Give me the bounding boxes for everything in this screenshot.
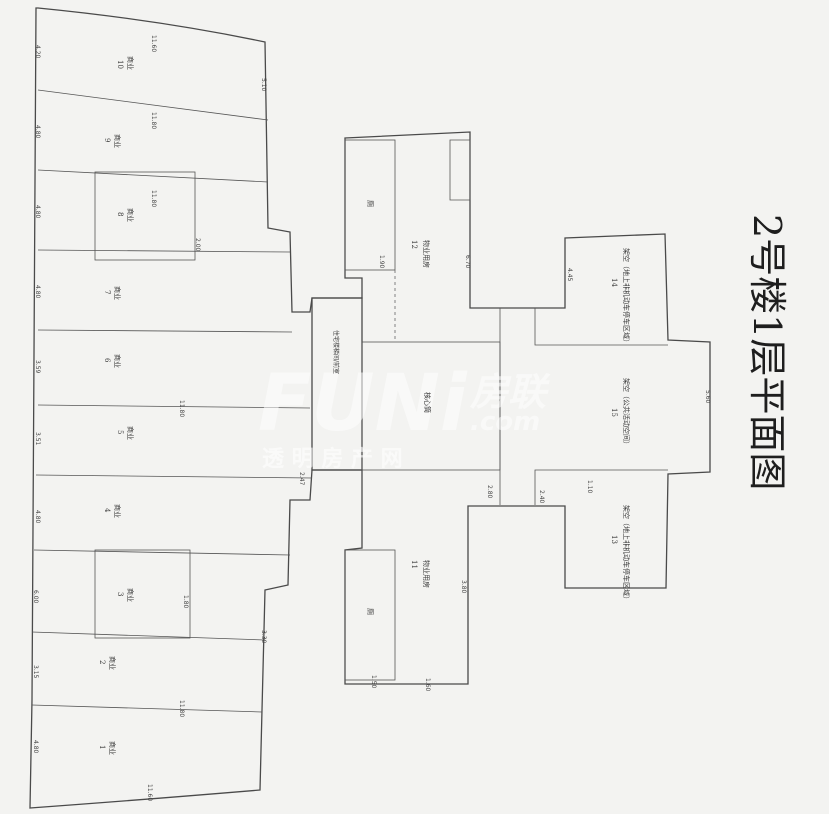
shop-9-use: 商业: [113, 134, 122, 148]
dim-misc-6: 1.90: [378, 255, 385, 269]
shop-5-id: 5: [116, 430, 124, 434]
dim-left-6: 3.59: [34, 360, 41, 374]
shop-1-id: 1: [98, 745, 106, 749]
shop-4-use: 商业: [113, 504, 122, 518]
shop-8-id: 8: [116, 212, 124, 216]
room-11-id: 11: [410, 560, 418, 569]
dim-misc-14: 2.80: [486, 485, 493, 499]
dim-left-8: 4.80: [34, 205, 41, 219]
tower-outline: [311, 131, 711, 685]
dim-misc-15: 3.80: [460, 580, 467, 594]
shop-7-use: 商业: [113, 286, 122, 300]
core-label: 核心筒: [423, 392, 432, 413]
dim-left-5: 3.51: [34, 432, 41, 446]
watermark-cn: 房联: [469, 370, 551, 414]
shop-6-id: 6: [103, 358, 111, 363]
dim-misc-1: 5.10: [260, 78, 267, 92]
dim-misc-7: 4.45: [566, 268, 573, 282]
room-14-id: 14: [610, 278, 618, 287]
dim-left-4: 4.80: [34, 510, 41, 524]
shop-10-use: 商业: [126, 56, 135, 70]
shop-2-use: 商业: [108, 656, 117, 670]
watermark-domain: .com: [470, 407, 540, 437]
dim-misc-4: 3.30: [260, 630, 267, 644]
drawing-title: 2号楼1层平面图: [745, 214, 789, 490]
wc-top-label: 厕: [366, 200, 374, 207]
dim-misc-2: 2.00: [194, 238, 201, 252]
dim-misc-8: 5.60: [704, 390, 711, 404]
room-13-id: 13: [610, 535, 618, 544]
room-15-id: 15: [610, 408, 618, 417]
room-12-id: 12: [410, 240, 418, 249]
room-11-use: 物业用房: [422, 560, 431, 588]
shop-3-use: 商业: [126, 588, 135, 602]
dim-top-2: 11.80: [150, 112, 157, 129]
room-12-use: 物业用房: [422, 240, 431, 268]
tower-inner-walls: [344, 139, 668, 681]
room-labels: 11 物业用房 12 物业用房 13 架空（地上非机动车停车区域） 14 架空（…: [332, 200, 631, 615]
drawing-title-text: 2号楼1层平面图: [745, 214, 789, 490]
dim-misc-12: 1.50: [370, 675, 377, 689]
shop-5-use: 商业: [126, 426, 135, 440]
shop-1-use: 商业: [108, 741, 117, 755]
dim-misc-3: 1.80: [182, 595, 189, 609]
dim-top-4: 11.80: [178, 400, 185, 417]
dim-misc-13: 1.60: [424, 678, 431, 692]
shop-dividers: [31, 89, 313, 713]
dim-misc-10: 2.40: [538, 490, 545, 504]
dim-left-3: 6.00: [32, 590, 39, 604]
dim-misc-11: 6.70: [464, 255, 471, 269]
dim-misc-9: 1.10: [586, 480, 593, 494]
shop-7-id: 7: [103, 290, 111, 294]
room-14-use: 架空（地上非机动车停车区域）: [622, 248, 631, 346]
wc-bottom-label: 厕: [366, 608, 374, 615]
dim-top-1: 11.60: [150, 35, 157, 52]
shop-6-use: 商业: [113, 354, 122, 368]
shop-4-id: 4: [103, 508, 111, 513]
dim-misc-5: 2.47: [298, 472, 305, 486]
dim-bottom-1: 11.60: [146, 784, 153, 801]
room-13-use: 架空（地上非机动车停车区域）: [622, 505, 631, 603]
shop-3-id: 3: [116, 592, 124, 596]
dim-top-3: 11.80: [150, 190, 157, 207]
dimension-labels: 4.80 3.15 6.00 4.80 3.51 3.59 4.80 4.80 …: [32, 35, 711, 801]
shop-9-id: 9: [103, 138, 111, 142]
dim-left-9: 4.80: [34, 125, 41, 139]
shop-10-id: 10: [116, 60, 124, 69]
shop-8-use: 商业: [126, 208, 135, 222]
room-15-use: 架空（公共活动空间）: [622, 378, 631, 448]
dim-top-5: 11.80: [178, 700, 185, 717]
dim-left-10: 4.20: [34, 45, 41, 59]
dim-left-1: 4.80: [32, 740, 39, 754]
dim-left-7: 4.80: [34, 285, 41, 299]
watermark-tagline: 透 明 房 产 网: [262, 446, 403, 472]
watermark: FUNi 房联 .com 透 明 房 产 网: [258, 359, 551, 472]
corridor-label: 住宅楼梯间/前室: [332, 330, 340, 374]
shop-2-id: 2: [98, 660, 106, 664]
watermark-brand: FUNi: [258, 359, 468, 449]
dim-left-2: 3.15: [32, 665, 39, 679]
